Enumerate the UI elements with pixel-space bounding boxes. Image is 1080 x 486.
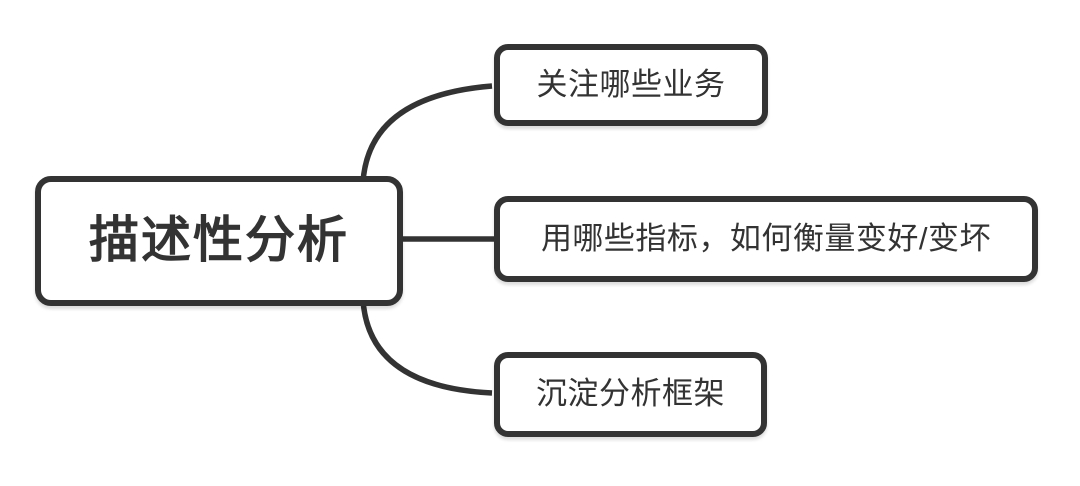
child-node-framework[interactable]: 沉淀分析框架	[494, 352, 767, 437]
child-node-label: 用哪些指标，如何衡量变好/变坏	[540, 220, 992, 256]
child-node-label: 关注哪些业务	[536, 66, 726, 102]
connector-top-curve	[360, 83, 493, 183]
root-node[interactable]: 描述性分析	[35, 176, 403, 306]
root-node-label: 描述性分析	[89, 212, 349, 268]
connector-bottom-curve	[360, 299, 493, 396]
child-node-label: 沉淀分析框架	[536, 376, 725, 411]
child-node-metrics[interactable]: 用哪些指标，如何衡量变好/变坏	[494, 196, 1038, 282]
child-node-business[interactable]: 关注哪些业务	[494, 44, 768, 126]
